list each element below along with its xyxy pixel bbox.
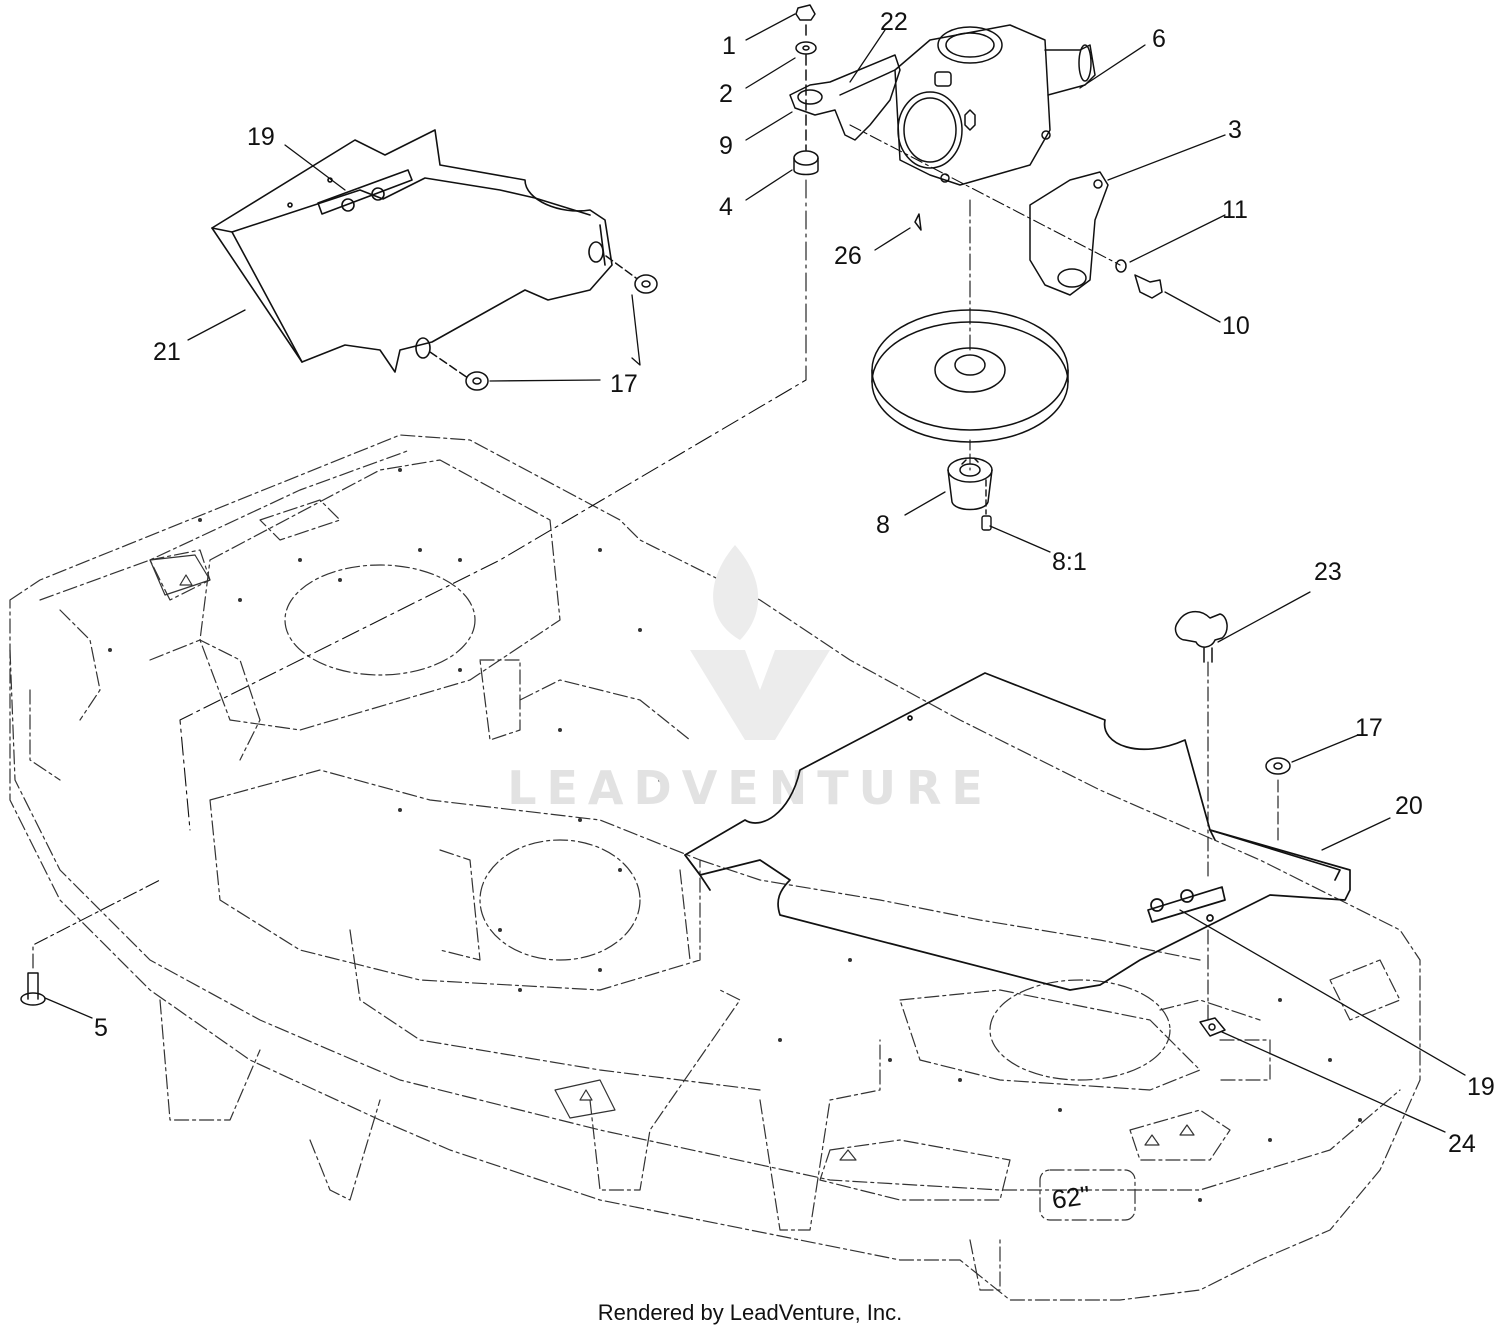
callout-23: 23 [1314,558,1342,586]
callout-1: 1 [722,32,736,60]
callout-26: 26 [834,242,862,270]
callout-9: 9 [719,132,733,160]
watermark-logo [690,545,830,740]
callout-5: 5 [94,1014,108,1042]
mower-deck [9,434,1421,1301]
callout-17-right: 17 [1355,714,1383,742]
leader-lines [44,13,1466,1133]
flat-washer-17 [429,255,658,391]
callout-3: 3 [1228,116,1242,144]
washer-17-right [1265,757,1291,841]
callout-22: 22 [880,8,908,36]
callout-4: 4 [719,193,733,221]
bolt-5 [20,879,161,1006]
callout-8-1: 8:1 [1052,548,1087,576]
setscrew-8-1 [981,479,992,531]
deck-cover-plate-21 [211,129,613,373]
callout-19-bottom: 19 [1467,1073,1495,1101]
pulley [871,199,1069,471]
mount-bracket-3 [1029,171,1109,296]
callout-20: 20 [1395,792,1423,820]
callout-19-top: 19 [247,123,275,151]
mount-bracket-9 [789,54,901,141]
callout-6: 6 [1152,25,1166,53]
gearbox-6 [894,24,1096,186]
hardware-stack [179,4,1163,831]
callout-24: 24 [1448,1130,1476,1158]
deck-size-label: 62" [1050,1180,1092,1215]
watermark-text: LEADVENTURE [507,761,993,815]
callout-11: 11 [1222,196,1248,224]
callout-17-top: 17 [610,370,638,398]
footer-credit: Rendered by LeadVenture, Inc. [597,1300,903,1325]
callout-10: 10 [1222,312,1250,340]
deck-warning-decals [149,554,1195,1161]
deck-cover-plate-20 [684,672,1351,991]
taper-bushing-8 [947,457,993,511]
clip-nut-24 [1199,1017,1226,1037]
deck-holes [108,468,1362,1202]
callout-21: 21 [153,338,181,366]
callout-2: 2 [719,80,733,108]
knob-23 [1174,610,1228,1021]
callout-8: 8 [876,511,890,539]
